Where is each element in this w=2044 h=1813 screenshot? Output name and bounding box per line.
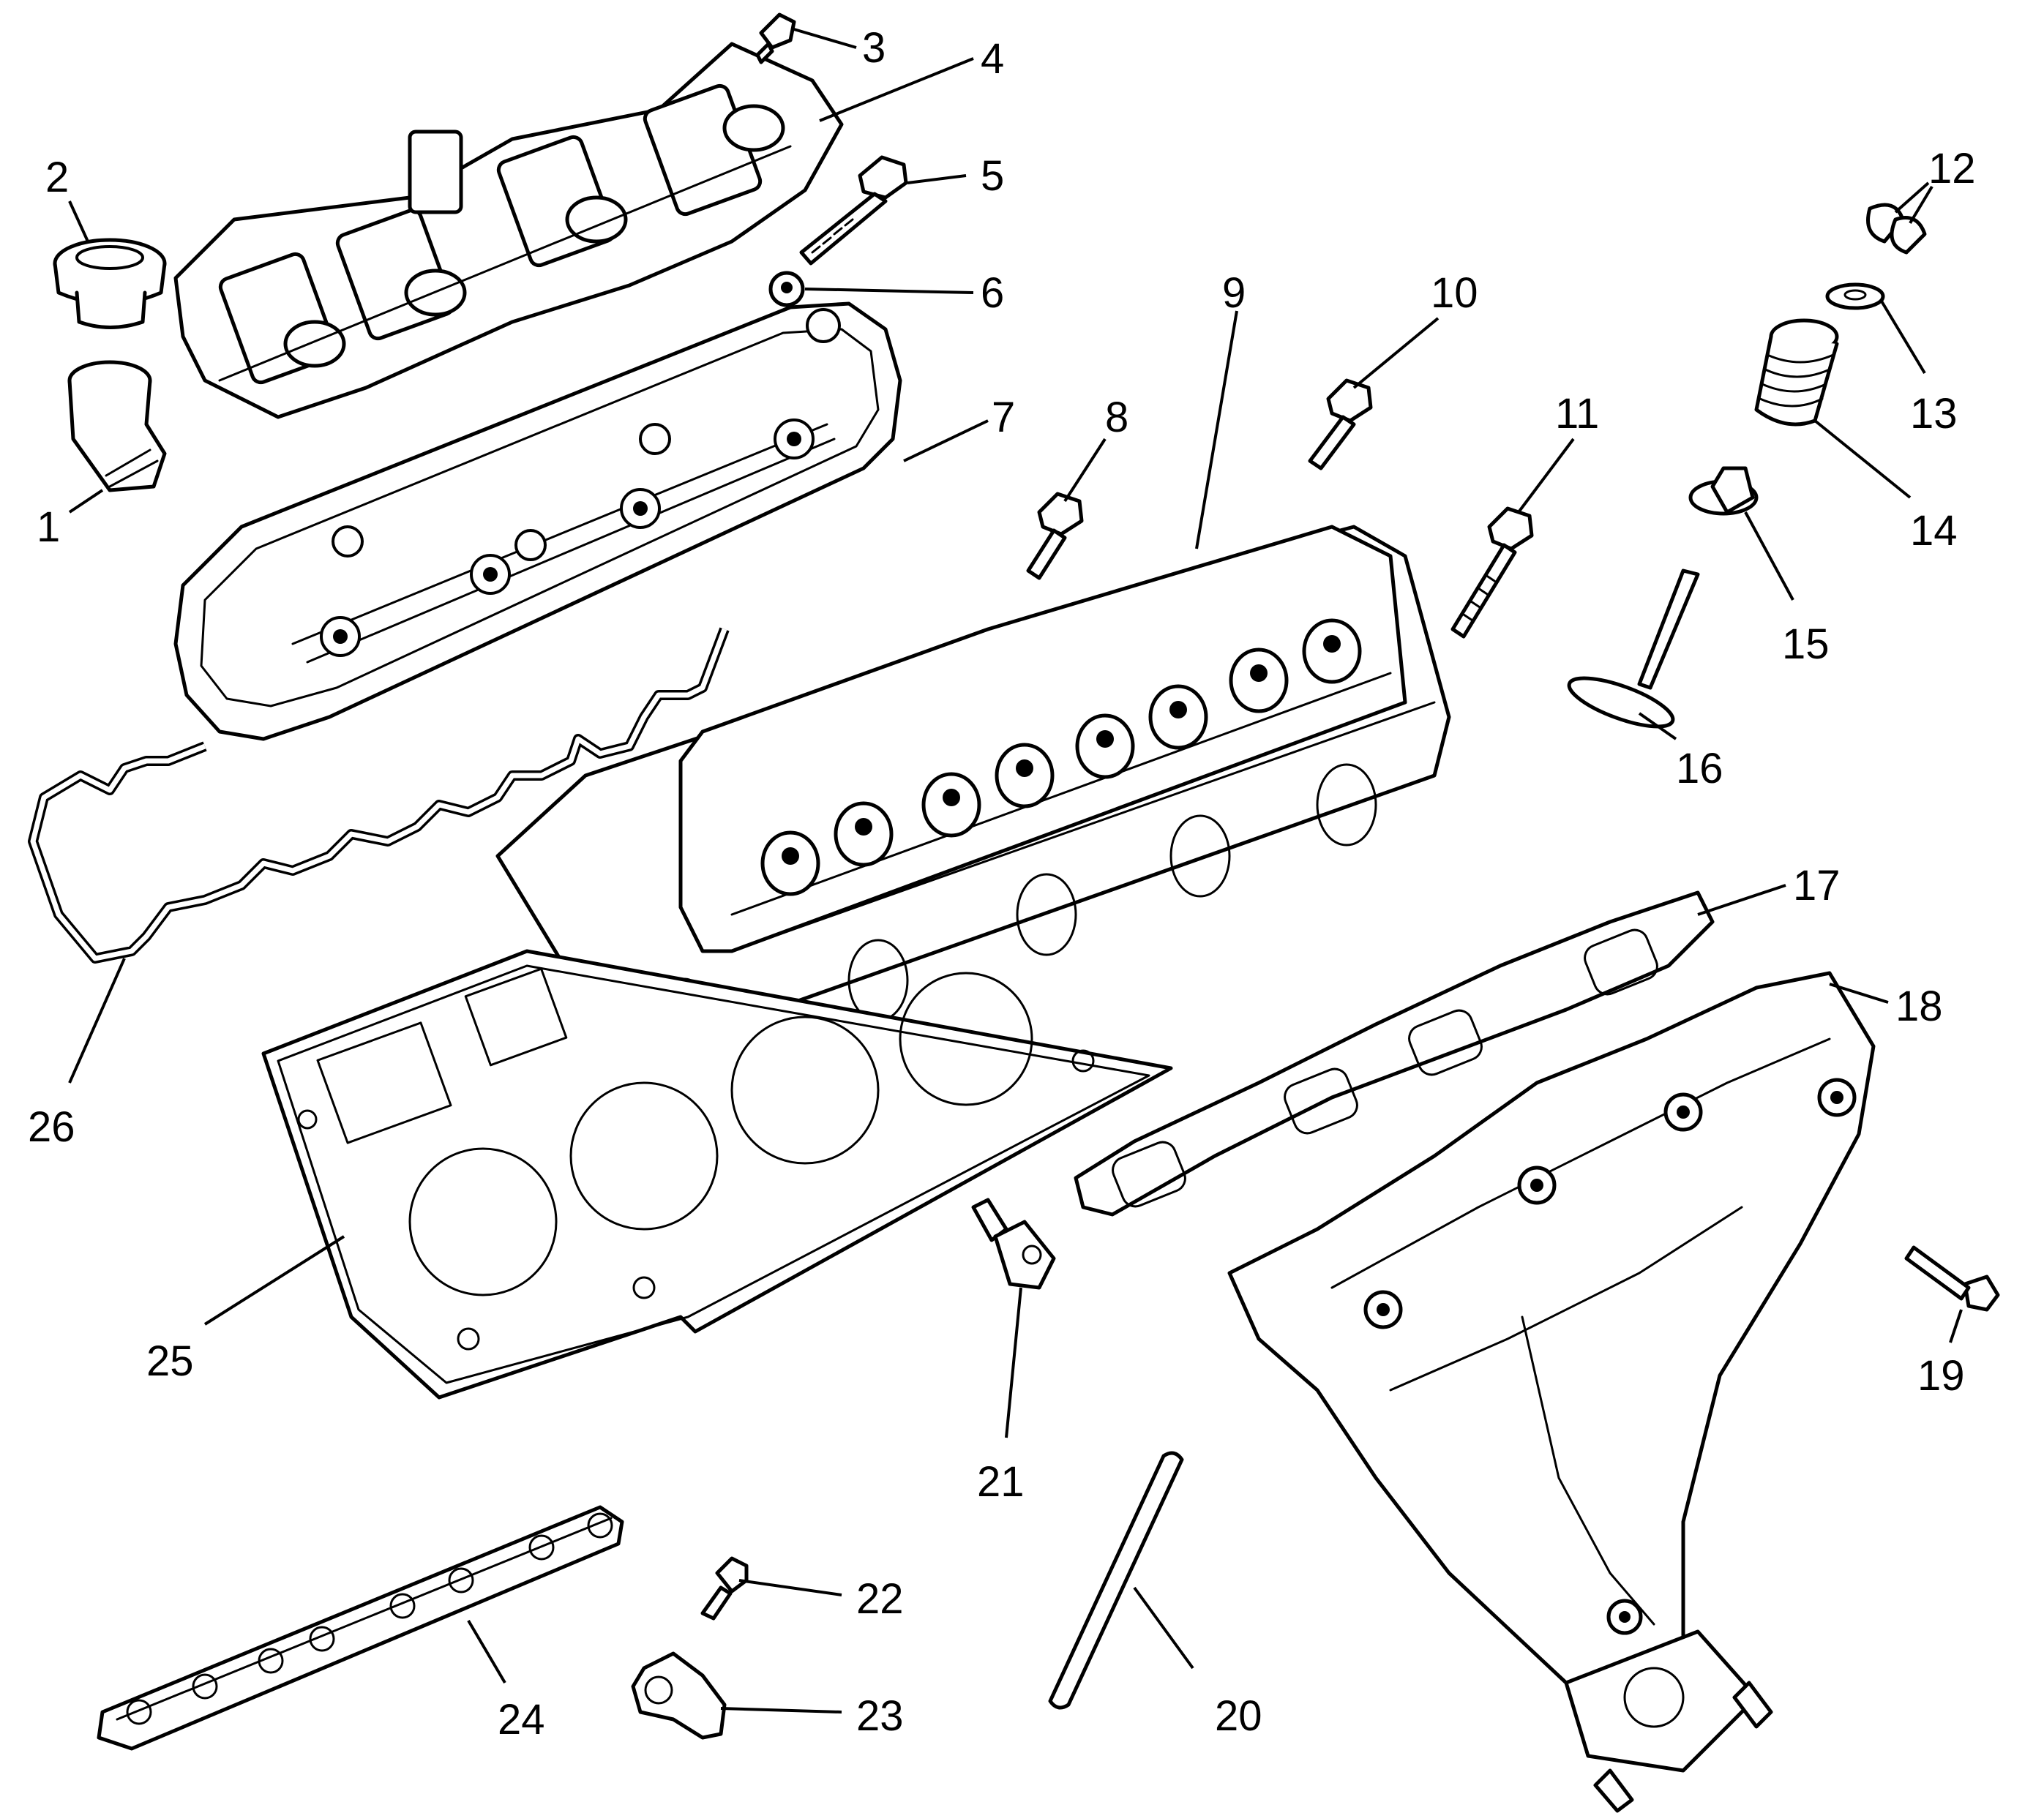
manifold-outlet-flange — [1564, 1629, 1759, 1773]
callout-labels: 1 2 3 4 5 6 7 8 9 10 11 12 13 14 15 16 1… — [28, 24, 1976, 1743]
callout-24: 24 — [498, 1696, 545, 1743]
cover-bolt-bosses — [320, 308, 841, 657]
manifold-flange-studs — [1363, 1078, 1857, 1635]
callout-3: 3 — [862, 24, 886, 72]
callout-7: 7 — [992, 394, 1015, 441]
valve-cover-gasket — [28, 627, 730, 964]
callout-16: 16 — [1676, 745, 1723, 792]
callout-9: 9 — [1222, 269, 1246, 317]
valve-spring — [1754, 318, 1839, 427]
rocker-arm-bolt — [700, 1556, 749, 1621]
callout-14: 14 — [1910, 507, 1958, 555]
head-bolt-8 — [1026, 492, 1084, 580]
callout-19: 19 — [1917, 1352, 1965, 1400]
callout-4: 4 — [981, 35, 1004, 83]
cylinder-head-gasket — [261, 949, 1173, 1400]
callout-17: 17 — [1793, 862, 1841, 909]
valve-stem-seal — [1688, 466, 1759, 516]
valve-rocker-cover — [173, 301, 902, 741]
head-bolt-10 — [1308, 378, 1373, 470]
coil-bolt-small — [755, 12, 796, 64]
coil-connector — [408, 130, 463, 214]
leader-lines — [68, 28, 1963, 1713]
callout-11: 11 — [1555, 390, 1599, 438]
callout-13: 13 — [1910, 390, 1958, 438]
callout-6: 6 — [981, 269, 1004, 317]
coolant-temperature-sensor — [971, 1198, 1056, 1290]
callout-26: 26 — [28, 1103, 75, 1151]
callout-12: 12 — [1928, 145, 1976, 192]
valve-keepers — [1866, 203, 1927, 255]
callout-15: 15 — [1782, 620, 1830, 668]
coil-packs — [218, 83, 785, 385]
callout-18: 18 — [1895, 983, 1943, 1030]
callout-2: 2 — [45, 154, 69, 201]
valve — [1567, 568, 1700, 729]
stud-nut — [768, 271, 805, 307]
ignition-coil-assembly — [173, 42, 844, 419]
valve-spring-retainer — [1825, 282, 1885, 310]
valve-springs — [760, 618, 1362, 896]
rocker-arm-support — [97, 1505, 624, 1751]
coil-bracket-bolt — [799, 155, 908, 266]
pushrod — [1048, 1451, 1184, 1710]
callout-10: 10 — [1431, 269, 1478, 317]
oil-fill-tube — [67, 360, 167, 492]
oil-fill-cap — [53, 238, 167, 329]
callout-1: 1 — [37, 503, 60, 551]
exhaust-manifold-bolt — [1904, 1245, 2000, 1312]
callout-20: 20 — [1215, 1692, 1262, 1740]
support-bosses — [126, 1512, 613, 1725]
callout-8: 8 — [1105, 394, 1128, 441]
head-bolt-11 — [1450, 506, 1534, 639]
callout-25: 25 — [146, 1337, 194, 1385]
rocker-arm — [631, 1651, 727, 1740]
callout-21: 21 — [977, 1458, 1025, 1506]
callout-22: 22 — [856, 1575, 904, 1623]
callout-23: 23 — [856, 1692, 904, 1740]
exhaust-manifold-gasket — [1074, 890, 1715, 1217]
exhaust-manifold — [1227, 971, 1876, 1813]
callout-5: 5 — [981, 152, 1004, 200]
